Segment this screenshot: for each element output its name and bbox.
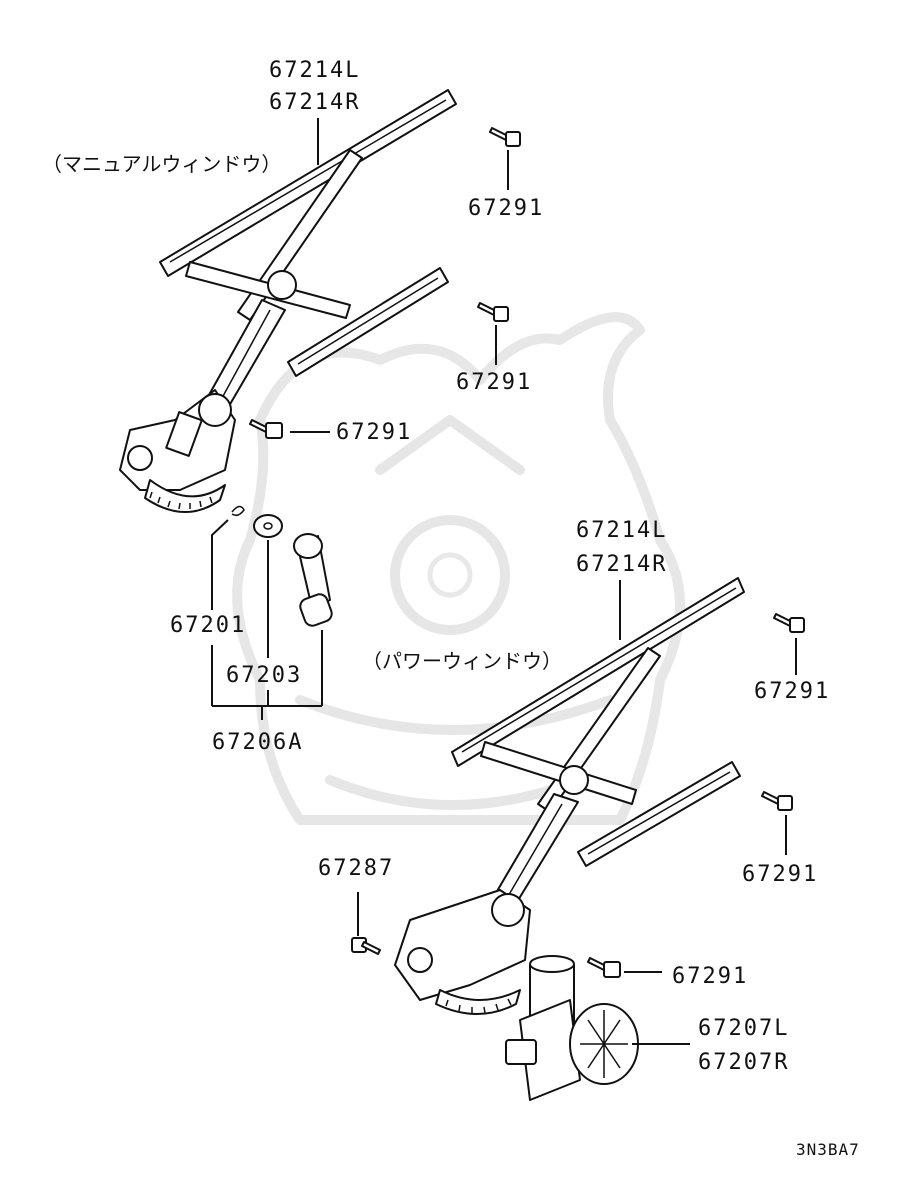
manual-window-regulator	[119, 89, 457, 513]
bolt-icon	[489, 127, 521, 147]
leader-lines	[211, 118, 797, 1045]
part-number-label: 67201	[170, 613, 247, 638]
manual-window-section-title: （マニュアルウィンドウ）	[42, 152, 282, 176]
part-number-label: 67206A	[212, 730, 304, 755]
bolt-icon	[249, 419, 283, 439]
part-number-label: 67207L	[698, 1016, 790, 1041]
window-motor-icon	[505, 955, 639, 1101]
part-number-label: 67291	[456, 370, 533, 395]
diagram-code: 3N3BA7	[796, 1140, 860, 1159]
washer-icon	[253, 514, 283, 538]
part-number-label: 67287	[318, 856, 395, 881]
power-window-section-title: （パワーウィンドウ）	[362, 649, 562, 673]
part-number-label: 67214L	[576, 518, 668, 543]
part-number-label: 67291	[742, 862, 819, 887]
part-number-label: 67291	[336, 420, 413, 445]
power-window-regulator	[394, 577, 745, 1015]
part-number-label: 67214R	[269, 90, 361, 115]
part-number-label: 67291	[672, 964, 749, 989]
part-number-label: 67291	[754, 679, 831, 704]
screw-icon	[351, 937, 381, 955]
part-number-label: 67203	[226, 663, 303, 688]
part-number-label: 67214R	[576, 552, 668, 577]
snap-ring-icon	[231, 505, 245, 517]
bolt-icon	[773, 613, 805, 633]
part-number-label: 67214L	[269, 58, 361, 83]
bolt-icon	[761, 791, 793, 811]
part-number-label: 67291	[468, 196, 545, 221]
part-number-label: 67207R	[698, 1050, 790, 1075]
bolt-icon	[477, 302, 509, 322]
window-handle-icon	[293, 533, 333, 627]
watermark-emblem	[232, 312, 685, 825]
bolt-icon	[587, 957, 621, 978]
